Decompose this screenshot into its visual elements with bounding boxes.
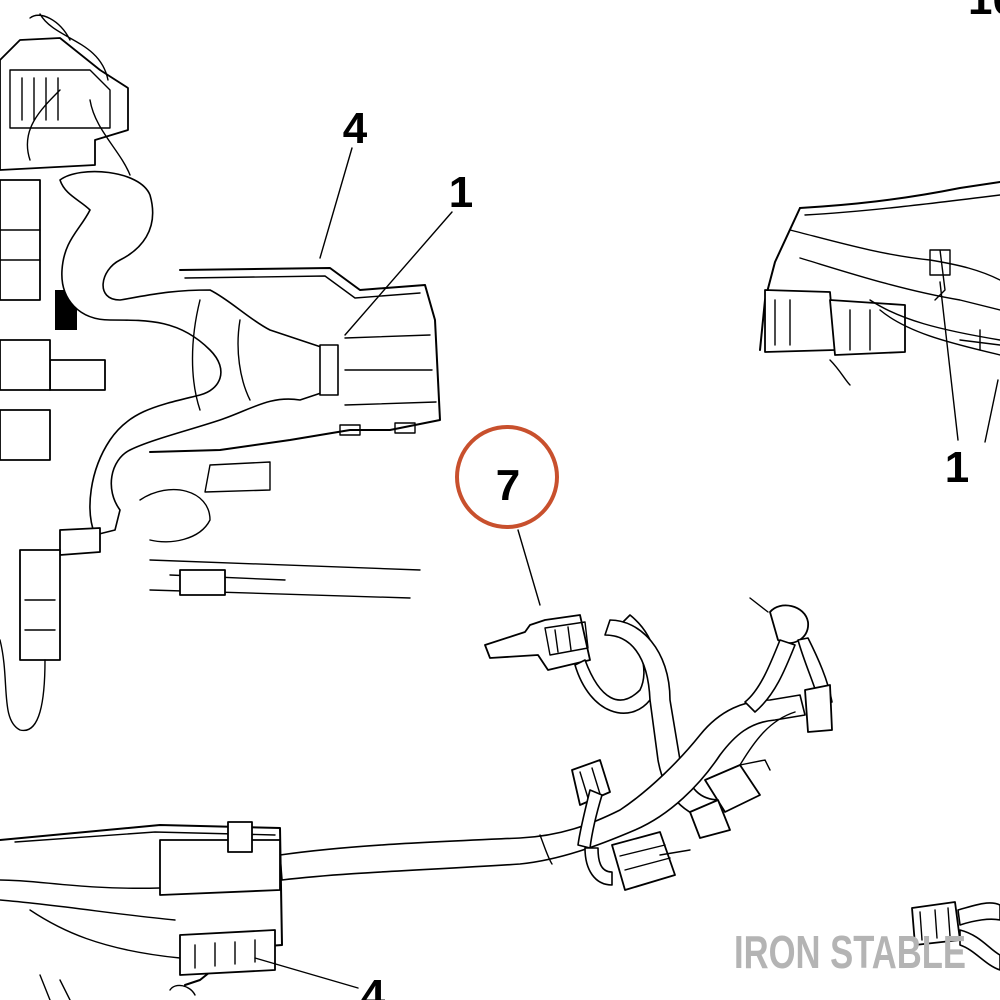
leader-7 bbox=[517, 529, 541, 606]
callout-label-edge: 10 bbox=[968, 0, 1000, 24]
leader-lines bbox=[254, 147, 999, 989]
callout-label-7: 7 bbox=[496, 461, 520, 510]
callout-label-1-right: 1 bbox=[945, 443, 969, 492]
upper-right-assembly bbox=[759, 181, 1000, 386]
bottom-right-connector bbox=[911, 901, 1000, 971]
bottom-left-assembly bbox=[0, 821, 283, 1000]
leader-1-right-a bbox=[939, 281, 959, 441]
callout-7-highlight-circle bbox=[455, 425, 559, 529]
leader-1-top bbox=[344, 211, 453, 336]
callout-label-1-top: 1 bbox=[449, 168, 473, 217]
center-harness-assembly bbox=[279, 597, 833, 891]
upper-left-assembly bbox=[0, 13, 441, 732]
leader-4-bottom bbox=[254, 957, 359, 989]
leader-4-top bbox=[319, 147, 353, 259]
callout-label-4-top: 4 bbox=[343, 104, 368, 153]
callout-label-4-bottom: 4 bbox=[361, 971, 386, 1000]
watermark-text: IRON STABLE bbox=[734, 926, 966, 978]
leader-1-right-b bbox=[984, 379, 999, 443]
